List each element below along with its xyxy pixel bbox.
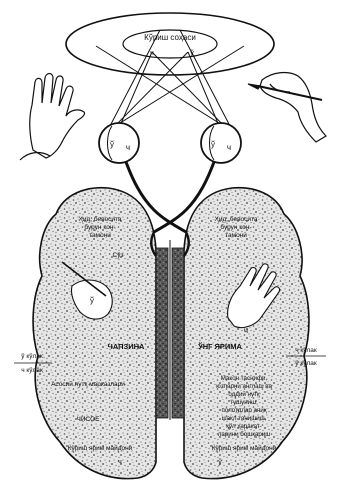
ray [111, 52, 188, 130]
right-ear-label-2: ў кўлак [295, 359, 317, 367]
visual-field: Кўриш соҳаси ч ў [66, 13, 274, 75]
left-speech-centers-text: Асосий нутқ марказлари [51, 380, 125, 388]
visual-rays [96, 30, 244, 130]
right-hand-writing-illustration [248, 73, 326, 142]
right-face-line-3: тамони [225, 232, 247, 239]
right-ear-label-1: ч кўлак [295, 346, 317, 354]
left-hemisphere-name: ЧАПЗИНА [108, 342, 145, 351]
left-face-line-1: Ҳид, бевосита [78, 215, 121, 223]
ray [152, 52, 228, 130]
right-eye: ў ч [201, 123, 241, 163]
left-speech-label: Сўз [113, 251, 124, 259]
left-ear-label-1: ў кўлак [21, 352, 43, 360]
ray [110, 30, 160, 126]
visual-field-outer-ellipse [66, 13, 274, 75]
right-eye-ball [201, 123, 241, 163]
right-bottom-mark: ў [218, 458, 222, 466]
left-eye: ў ч [99, 123, 139, 163]
left-face-line-3: тамони [89, 232, 111, 239]
right-eye-right-mark: ч [227, 143, 231, 152]
visual-field-label: Кўриш соҳаси [144, 33, 196, 42]
left-hand-illustration [20, 74, 85, 161]
right-function-line-7: қўл ҳаракат- [226, 423, 262, 430]
right-function-line-8: ларини бошқариш [218, 431, 271, 438]
left-face-line-2: бурун кон- [84, 223, 115, 231]
corpus-callosum [156, 240, 184, 420]
right-eye-left-mark: ў [211, 140, 215, 149]
left-visual-hemifield-caption: Кўриш ярим майдони [68, 444, 133, 452]
left-eye-ball [99, 123, 139, 163]
left-ear-label-2: ч кўлак [21, 366, 43, 374]
right-face-line-1: Ҳид, бевосита [214, 215, 257, 223]
ray [180, 30, 230, 126]
left-eye-left-mark: ў [110, 140, 114, 149]
left-hemisphere-hand-mark: ў [90, 296, 94, 305]
corpus-callosum-right-band [172, 248, 184, 418]
right-hemisphere-name: ЎНГ ЯРИМА [197, 342, 242, 351]
right-function-line-4: тушуниш, [230, 399, 258, 406]
right-function-line-5: полотдлар аниқ [221, 407, 266, 414]
right-function-line-1: Макон таснифи, [221, 375, 268, 382]
right-visual-hemifield-caption: Кўриш ярим майдони [212, 444, 277, 452]
left-eye-right-mark: ч [126, 143, 130, 152]
right-function-line-3: оддий нутқ [228, 391, 260, 398]
right-face-line-2: бурун кон- [220, 223, 251, 231]
right-hemisphere-hand-mark: ч [244, 326, 248, 335]
right-function-line-2: юзларни англаш ва [216, 383, 272, 390]
corpus-callosum-left-band [156, 248, 168, 418]
right-function-line-6: шакл танишиш, [222, 415, 267, 422]
left-hemisphere-bottom-label: ЧИСОЕ [77, 416, 101, 423]
left-bottom-mark: ч [118, 459, 122, 466]
